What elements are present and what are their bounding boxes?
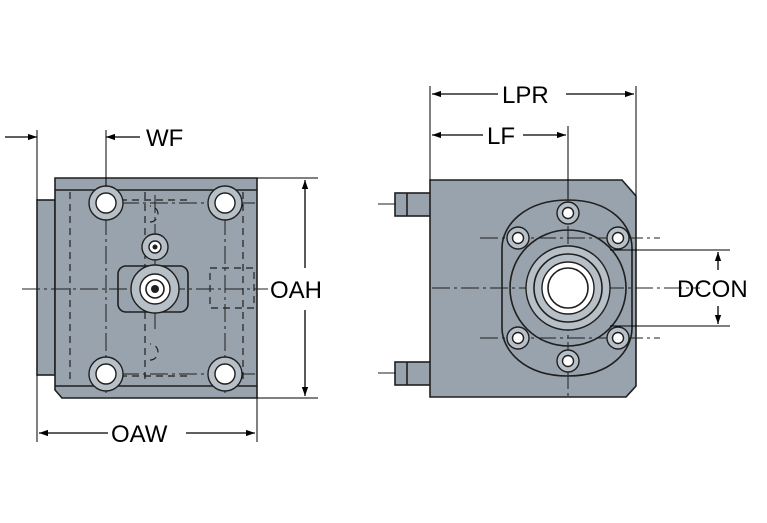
- flange-bolt-hole: [606, 326, 630, 350]
- hidden-pocket: [209, 267, 255, 309]
- mounting-flange: [36, 199, 56, 376]
- flange-bolt-hole: [556, 201, 580, 225]
- hidden-arc: [149, 343, 159, 361]
- front-view: [22, 177, 268, 399]
- flange-bolt-hole: [506, 226, 530, 250]
- oaw-label: OAW: [111, 421, 168, 448]
- bolt-hole: [207, 185, 243, 221]
- oah-label: OAH: [270, 277, 322, 304]
- bolt-hole: [207, 356, 243, 392]
- bolt-hole: [88, 356, 124, 392]
- flange-bolt-hole: [556, 349, 580, 373]
- side-view: [378, 168, 700, 398]
- flange-bolt-hole: [506, 326, 530, 350]
- bolt-hole: [88, 185, 124, 221]
- flange-bolt-hole: [606, 226, 630, 250]
- side-view-dimensions: LPR LF DCON: [429, 82, 748, 327]
- spindle-connection: [525, 245, 611, 331]
- coolant-port: [141, 233, 169, 261]
- lf-label: LF: [487, 123, 515, 150]
- front-view-dimensions: WF OAH OAW: [5, 125, 322, 448]
- locating-stud: [394, 361, 433, 386]
- flange-plate: [501, 199, 633, 377]
- lpr-label: LPR: [502, 82, 549, 109]
- dcon-label: DCON: [677, 276, 748, 303]
- hidden-arc: [149, 205, 159, 223]
- flange-ring: [509, 229, 627, 347]
- center-coupling: [130, 264, 180, 314]
- wf-label: WF: [146, 125, 183, 152]
- locating-stud: [394, 192, 433, 217]
